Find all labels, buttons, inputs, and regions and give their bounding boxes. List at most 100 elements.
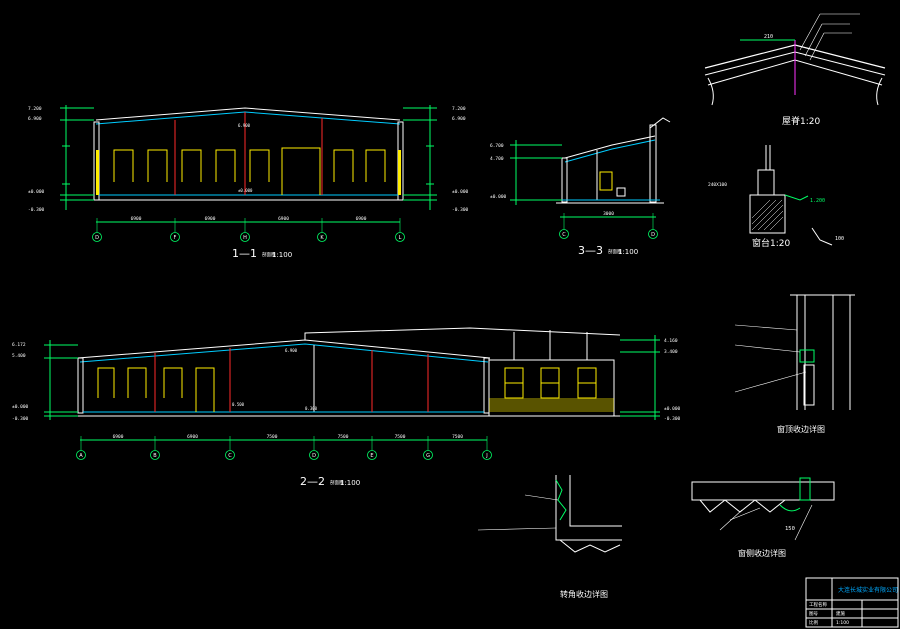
section-3-3-left-dims <box>510 140 562 205</box>
section-2-2-upper-roof <box>304 327 621 340</box>
section-1-1-level-left-2: 6.900 <box>28 116 42 122</box>
section-3-3-scale: 1:100 <box>618 248 638 256</box>
corner-title: 转角收边详图 <box>560 589 608 599</box>
section-2-2-axis-bubble-2 <box>225 450 235 460</box>
section-2-2-dim-4: 7500 <box>395 434 406 440</box>
title-block-row-2-value: 建施 <box>836 610 845 617</box>
section-1-1-right-wall-fill <box>398 150 401 195</box>
sill-detail: 240X100 1.200 100 窗台1:20 <box>708 145 844 249</box>
section-2-2-columns <box>154 348 429 412</box>
window-side-detail: 150 窗侧收边详图 <box>691 477 835 558</box>
section-2-2-level-right-4: -0.300 <box>664 416 681 422</box>
section-2-2-level-right-3: ±0.000 <box>664 406 681 412</box>
door-1 <box>281 147 321 195</box>
sill-hatch <box>751 199 784 231</box>
section-2-2-annex-columns <box>513 330 588 360</box>
section-2-2-level-left-2: 5.400 <box>12 353 26 359</box>
section-3-3-roof-inner <box>564 139 656 163</box>
section-2-2-level-right-2: 3.400 <box>664 349 678 355</box>
section-1-1-left-dims <box>60 105 94 210</box>
section-1-1-axis-bubble-2 <box>240 232 250 242</box>
section-2-2-axis-bubble-4 <box>367 450 377 460</box>
section-2-2-subtitle: 剖面图 <box>330 479 344 486</box>
section-2-2-axis-bubble-6 <box>482 450 492 460</box>
section-2-2-dim-2: 7500 <box>267 434 278 440</box>
window-2 <box>147 149 168 182</box>
section-1-1-axis-label-1: F <box>174 235 177 241</box>
section-2-2-inner-label-1: 6.900 <box>285 348 298 353</box>
side-title: 窗侧收边详图 <box>738 548 786 558</box>
section-2-2-dim-0: 6900 <box>113 434 124 440</box>
side-slab <box>691 481 835 501</box>
section-1-1-axis-label-4: L <box>399 235 402 241</box>
section-1-1-title: 1—1 <box>232 247 257 260</box>
section-1-1-level-left-4: -0.300 <box>28 207 45 213</box>
section-1-1-level-left-3: ±0.000 <box>28 189 45 195</box>
section-1-1-axis-label-2: H <box>243 235 247 241</box>
head-flashing <box>799 349 815 363</box>
section-1-1-level-right-3: ±0.000 <box>452 189 469 195</box>
ridge-title: 屋脊1:20 <box>782 115 820 127</box>
section-3-3-axis-label-1: D <box>651 232 655 238</box>
section-1-1-axis-bubble-1 <box>170 232 180 242</box>
section-2-2-left-dims <box>44 340 78 420</box>
section-1-1-roof <box>95 107 401 121</box>
section-2-2-scale: 1:100 <box>340 479 360 487</box>
section-2-2-left-wall <box>77 357 84 414</box>
section-2-2-inner-label-3: 0.300 <box>305 406 318 411</box>
section-1-1-subtitle: 剖面图 <box>262 251 276 258</box>
side-leaders <box>719 504 813 541</box>
side-dim: 150 <box>785 526 795 532</box>
section-1-1-axis-label-0: D <box>95 235 99 241</box>
section-2-2-axis-label-0: A <box>79 453 83 459</box>
title-block-row-1-label: 工程名称 <box>809 601 827 608</box>
section-1-1-level-right-2: 6.900 <box>452 116 466 122</box>
sill-title: 窗台1:20 <box>752 237 790 249</box>
window-6 <box>333 149 354 182</box>
title-block-project: 大连长城实业有限公司 <box>838 586 898 594</box>
section-2-2-dim-5: 7500 <box>452 434 463 440</box>
section-2-2-level-left-1: 6.172 <box>12 342 26 348</box>
section-2-2-level-right-1: 4.160 <box>664 338 678 344</box>
section-2-2-axis-label-1: B <box>153 453 157 459</box>
section-1-1-axis-bubble-4 <box>395 232 405 242</box>
sill-label-2: 1.200 <box>810 198 825 204</box>
title-block-frame <box>805 577 899 628</box>
section-2-2-axis-bubble-3 <box>309 450 319 460</box>
section-1-1-dim-0: 6900 <box>131 216 142 222</box>
window-4 <box>215 149 236 182</box>
section-1-1-floor-label: ±0.000 <box>238 188 253 193</box>
section-2-2-dim-3: 7500 <box>338 434 349 440</box>
section-2-2-axis-label-3: D <box>312 453 316 459</box>
section-1-1-axis-label-3: K <box>320 235 324 241</box>
section-2-2-level-left-4: -0.300 <box>12 416 29 422</box>
section-1-1-left-wall-fill <box>96 150 99 195</box>
sill-label-1: 240X100 <box>708 182 727 188</box>
window-1 <box>113 149 134 182</box>
section-1-1-level-right-1: 7.200 <box>452 106 466 112</box>
section-2-2-annex-base <box>489 398 614 412</box>
corner-panel <box>559 539 621 553</box>
title-block-row-3-value: 1:100 <box>836 620 849 626</box>
section-2-2-axis-bubble-0 <box>76 450 86 460</box>
section-2-2-axis-bubble-5 <box>423 450 433 460</box>
section-3-3-subtitle: 剖面图 <box>608 248 622 255</box>
section-2-2-dim-1: 6900 <box>187 434 198 440</box>
corner-detail: 转角收边详图 <box>477 475 622 599</box>
section-2-2-axis-label-2: C <box>228 453 232 459</box>
section-2-2-inner-label-2: 0.500 <box>232 402 245 407</box>
head-title: 窗顶收边详图 <box>777 424 825 434</box>
title-block: 大连长城实业有限公司 工程名称 图号 建施 比例 1:100 <box>805 577 899 628</box>
section-3-3-right-wall <box>649 124 657 203</box>
ridge-dim: 210 <box>764 34 773 40</box>
section-3-3-level-2: 4.700 <box>490 156 504 162</box>
section-2-2-axis-label-6: J <box>485 453 487 459</box>
section-2-2-axis-label-5: G <box>426 453 430 459</box>
side-flashing <box>799 477 811 501</box>
section-3-3-roof-1 <box>564 135 656 159</box>
window-3 <box>181 149 202 182</box>
ridge-break-left <box>707 77 714 106</box>
